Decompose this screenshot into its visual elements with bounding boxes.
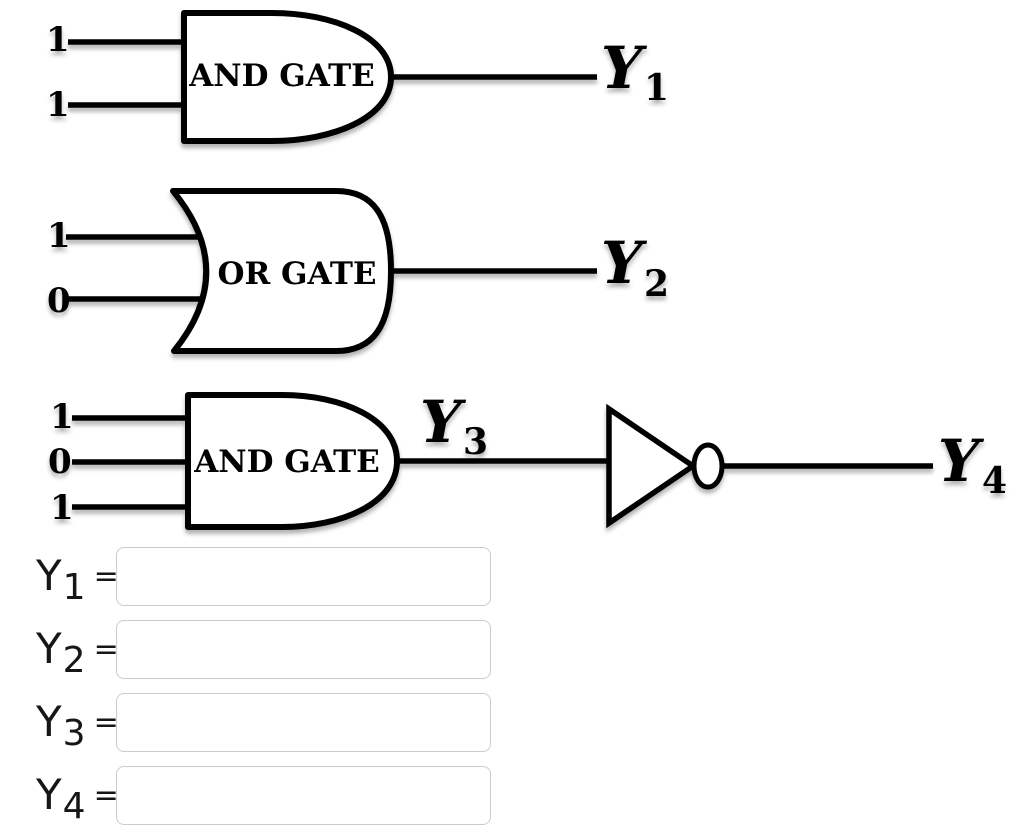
answer-input-y2[interactable] [116, 619, 491, 679]
or-gate-label: OR GATE [217, 256, 376, 292]
answer-label-y1-base: Y [36, 551, 62, 600]
answer-label-y3-subscript: 3 [62, 713, 86, 754]
answer-row-y3: Y3= [36, 692, 491, 752]
equals-sign: = [93, 559, 119, 594]
output-label-y3: Y [420, 388, 467, 456]
and-gate-2-shape [185, 392, 400, 530]
gate3-input-value-3: 1 [50, 488, 74, 528]
answer-input-y4[interactable] [116, 765, 491, 825]
gate1-input-value-2: 1 [46, 85, 70, 125]
answer-label-y2-subscript: 2 [62, 640, 86, 681]
output-label-y4: Y [938, 427, 985, 495]
gate3-input-value-2: 0 [48, 442, 72, 482]
equals-sign: = [93, 705, 119, 740]
output-label-y1: Y [601, 34, 648, 102]
output-label-y3-subscript: 3 [463, 421, 488, 463]
and-gate-1-label: AND GATE [188, 58, 375, 94]
answer-label-y1: Y1= [36, 555, 119, 606]
answer-label-y2: Y2= [36, 628, 119, 679]
output-label-y2-subscript: 2 [644, 263, 669, 305]
answer-row-y4: Y4= [36, 765, 491, 825]
gate2-input-value-1: 1 [47, 216, 71, 256]
answer-label-y4: Y4= [36, 774, 119, 825]
equals-sign: = [93, 778, 119, 813]
gate3-input-value-1: 1 [50, 397, 74, 437]
answer-input-y1[interactable] [116, 546, 491, 606]
answer-label-y3-base: Y [36, 697, 62, 746]
answer-label-y2-base: Y [36, 624, 62, 673]
gate2-input-value-2: 0 [47, 281, 71, 321]
answer-label-y4-base: Y [36, 770, 62, 819]
answer-row-y1: Y1= [36, 546, 491, 606]
not-gate-bubble [691, 442, 725, 490]
answer-label-y4-subscript: 4 [62, 786, 86, 827]
not-gate-triangle [606, 403, 698, 529]
answer-input-y3[interactable] [116, 692, 491, 752]
or-gate-shape [170, 188, 394, 354]
answer-label-y1-subscript: 1 [62, 567, 86, 608]
output-label-y4-subscript: 4 [982, 460, 1007, 502]
and-gate-2-label: AND GATE [193, 444, 380, 480]
output-label-y1-subscript: 1 [644, 67, 669, 109]
equals-sign: = [93, 632, 119, 667]
logic-circuit-diagram: 1 1 AND GATE Y 1 1 0 OR GATE Y 2 1 0 1 [46, 10, 1007, 530]
answer-row-y2: Y2= [36, 619, 491, 679]
answer-label-y3: Y3= [36, 701, 119, 752]
output-label-y2: Y [601, 229, 648, 297]
and-gate-1-shape [181, 10, 394, 144]
gate1-input-value-1: 1 [46, 20, 70, 60]
